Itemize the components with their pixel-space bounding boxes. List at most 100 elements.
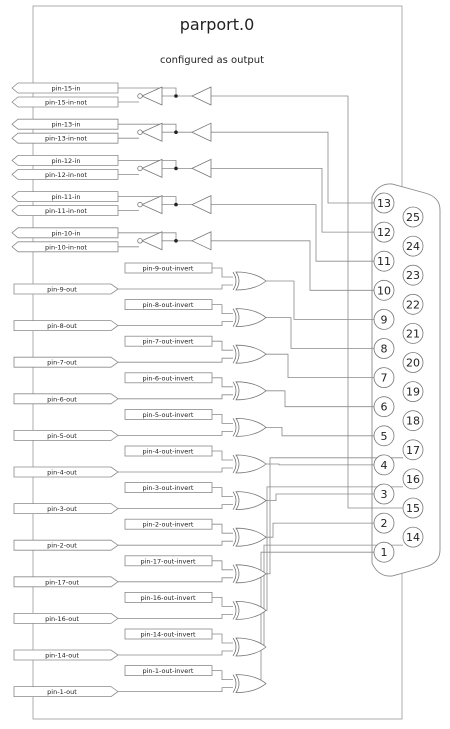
xor-input-arc [232, 344, 237, 364]
signal-label: pin-10-in [52, 229, 81, 237]
signal-box [13, 503, 119, 514]
signal-label: pin-15-in [52, 85, 81, 93]
wire [118, 614, 236, 619]
connector-pin-label-22: 22 [406, 298, 420, 311]
connector-pin-label-16: 16 [406, 473, 420, 486]
connector-pin-18 [402, 410, 424, 432]
xor-gate [235, 344, 267, 364]
connector-pin-label-2: 2 [381, 517, 388, 530]
xor-gate [235, 674, 267, 694]
connector-pin-25 [402, 206, 424, 228]
invert-box [124, 555, 213, 567]
buffer-gate [191, 231, 212, 251]
output-pins: pin-9-out-invertpin-9-outpin-8-out-inver… [13, 262, 267, 697]
signal-label: pin-4-out [47, 469, 77, 477]
wire [118, 577, 236, 583]
invert-box [124, 445, 213, 457]
invert-label: pin-1-out-invert [143, 667, 194, 675]
invert-box [124, 299, 213, 311]
signal-box [13, 649, 119, 661]
wire [211, 240, 374, 291]
invert-box [124, 592, 213, 603]
wire [118, 87, 177, 96]
wire [211, 168, 374, 233]
connector-pin-13 [373, 192, 395, 214]
signal-box [13, 320, 119, 332]
xor-gate [235, 491, 267, 511]
connector-pin-label-3: 3 [381, 488, 388, 501]
invert-label: pin-9-out-invert [143, 265, 194, 273]
connector-pin-label-7: 7 [381, 372, 388, 385]
xor-gate [235, 417, 267, 437]
wire [212, 304, 236, 314]
connector-pin-label-10: 10 [377, 284, 391, 297]
wire [118, 504, 236, 509]
wire [212, 450, 236, 461]
signal-box [11, 227, 119, 239]
xor-input-arc [232, 637, 237, 657]
connector-pin-label-6: 6 [381, 401, 388, 414]
junction-dot [174, 239, 178, 243]
inverter-gate [141, 158, 163, 179]
signal-box [13, 686, 119, 697]
wire [211, 95, 403, 509]
wire [266, 463, 374, 466]
wire [118, 687, 236, 692]
connector-pin-16 [402, 468, 424, 490]
signal-label: pin-2-out [47, 542, 77, 550]
wire [212, 340, 236, 351]
connector-pin-label-24: 24 [406, 240, 420, 253]
signal-box [13, 356, 119, 368]
connector-pin-label-17: 17 [406, 444, 420, 457]
wire [212, 597, 236, 607]
connector-pin-label-13: 13 [377, 197, 391, 210]
connector-pin-label-4: 4 [381, 459, 388, 472]
xor-gate [235, 637, 267, 657]
wire [266, 457, 403, 575]
inverter-gate [141, 231, 163, 251]
invert-label: pin-14-out-invert [140, 631, 196, 639]
connector-pin-label-14: 14 [406, 531, 420, 544]
xor-input-arc [232, 674, 237, 693]
wire [212, 523, 236, 534]
xor-gate [235, 527, 267, 547]
signal-label: pin-9-out [47, 286, 77, 294]
component-title: parport.0 [180, 15, 255, 34]
invert-label: pin-16-out-invert [140, 594, 196, 602]
wire [118, 467, 236, 473]
connector-pin-9 [373, 308, 395, 330]
connector-pin-label-1: 1 [381, 546, 388, 559]
wire [212, 487, 236, 497]
signal-label: pin-13-in [52, 121, 81, 129]
signal-label: pin-12-in-not [45, 171, 87, 179]
wire [212, 377, 236, 388]
signal-box [11, 205, 119, 217]
signal-label: pin-14-out [45, 652, 79, 660]
invert-label: pin-6-out-invert [143, 374, 194, 382]
signal-box [13, 539, 119, 551]
wire [118, 232, 177, 241]
buffer-gate [191, 158, 212, 179]
wire [266, 353, 374, 378]
xor-input-arc [232, 527, 237, 547]
wire [266, 317, 374, 349]
wire [212, 414, 236, 424]
wire [118, 321, 236, 326]
signal-label: pin-11-in-not [45, 207, 87, 215]
wire [118, 123, 177, 133]
buffer-gate [191, 122, 212, 142]
signal-label: pin-7-out [47, 359, 77, 367]
input-pins: pin-15-inpin-15-in-notpin-13-inpin-13-in… [11, 82, 212, 253]
signal-box [11, 132, 119, 144]
inverter-bubble [137, 129, 143, 135]
xor-gate [235, 308, 267, 328]
buffer-gate [191, 194, 212, 215]
junction-dot [174, 94, 178, 98]
connector-pin-4 [373, 454, 395, 476]
signal-label: pin-3-out [47, 505, 77, 513]
signal-box [13, 466, 119, 478]
signal-box [11, 168, 119, 180]
junction-dot [174, 166, 178, 171]
xor-input-arc [232, 271, 237, 291]
signal-label: pin-15-in-not [45, 99, 87, 107]
